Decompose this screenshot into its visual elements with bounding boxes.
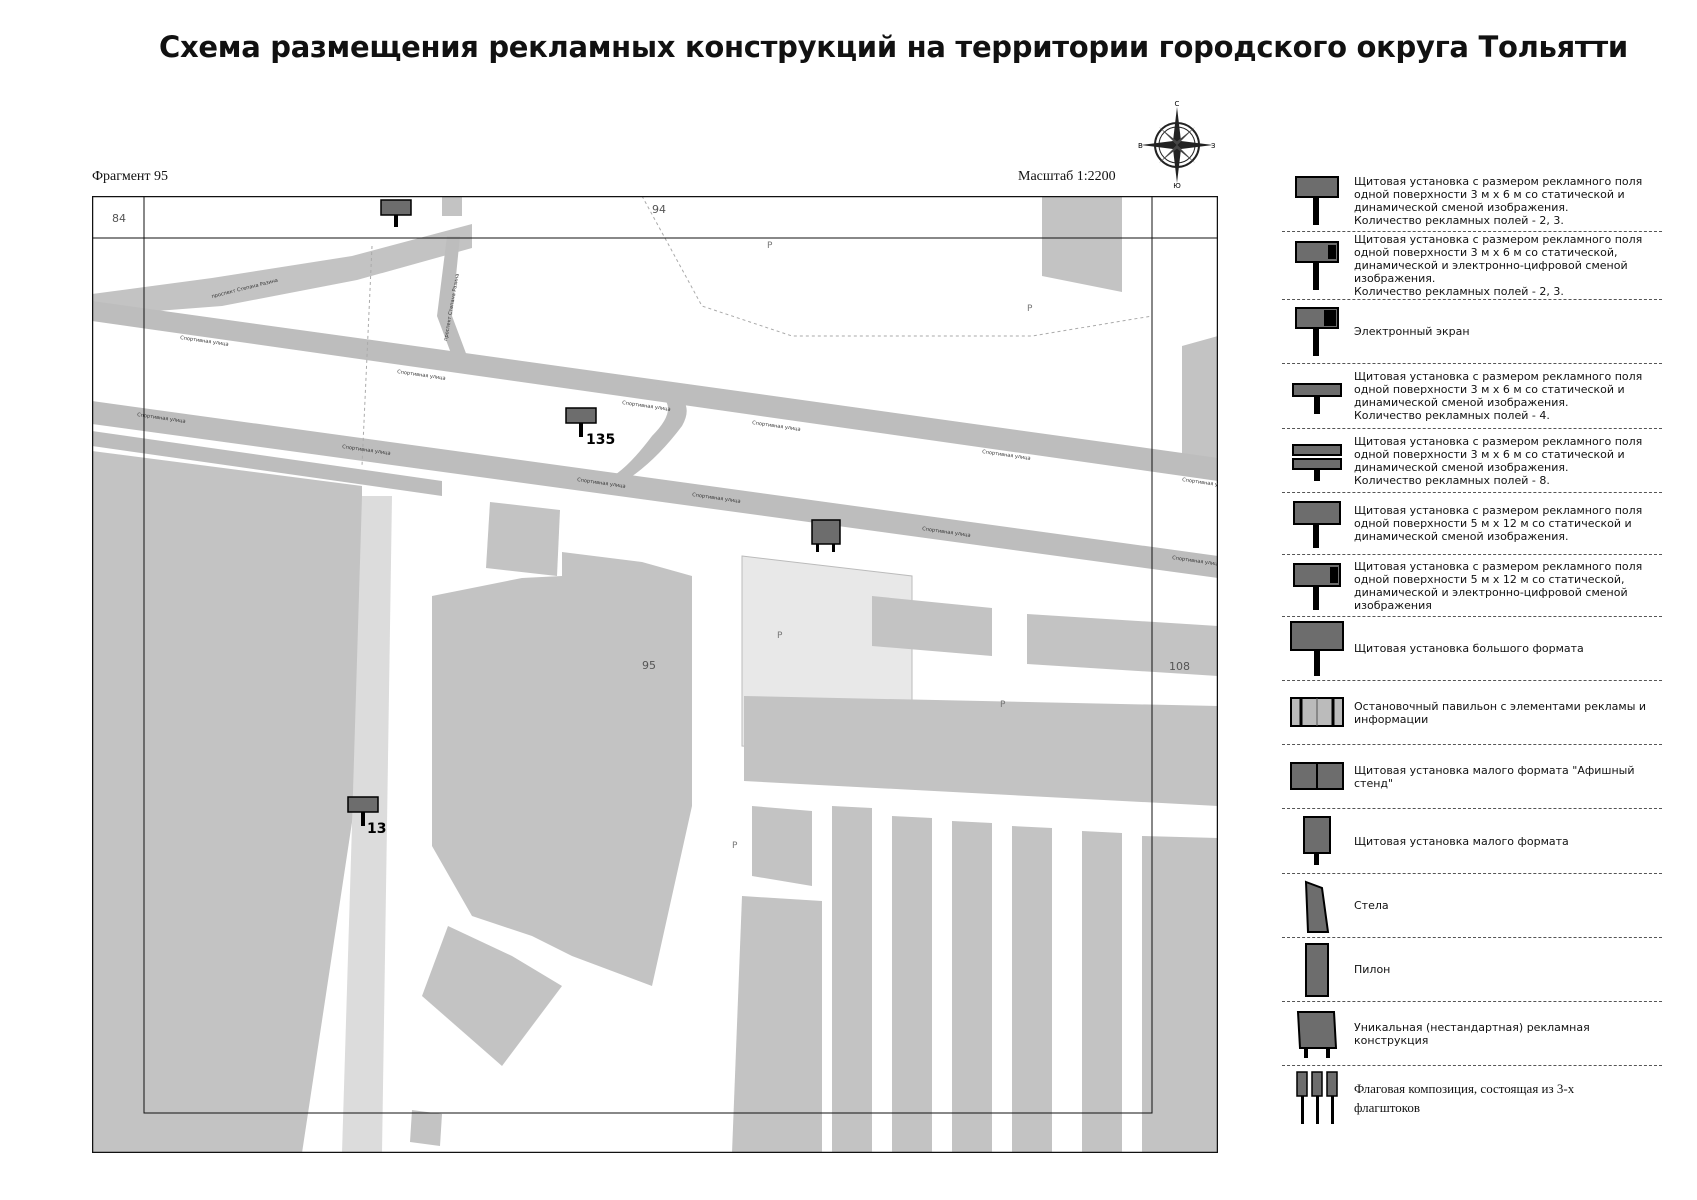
scale-label: Масштаб 1:2200	[1018, 169, 1116, 184]
building-right-edge	[1182, 336, 1218, 466]
parking-icon: P	[1000, 700, 1006, 710]
legend-text: Уникальная (нестандартная) рекламная кон…	[1354, 1020, 1590, 1047]
legend-text: Щитовая установка большого формата	[1354, 642, 1584, 655]
parcel-84: 84	[112, 212, 126, 225]
flag-composition-icon	[1296, 1071, 1338, 1124]
road-top-left	[92, 224, 472, 316]
billboard-5x12-icon	[1293, 500, 1341, 548]
billboard-4-fields-icon	[1292, 383, 1342, 414]
legend-text: Щитовая установка малого формата	[1354, 834, 1569, 848]
bus-stop-pavilion-icon	[1290, 696, 1344, 727]
parking-icon: P	[1027, 304, 1033, 314]
street-south-lane	[92, 401, 1218, 578]
legend-item: Щитовая установка с размером рекламного …	[1282, 429, 1662, 493]
legend-text: Щитовая установка с размером рекламного …	[1354, 504, 1643, 543]
legend-item: Остановочный павильон с элементами рекла…	[1282, 681, 1662, 745]
legend-item: Щитовая установка с размером рекламного …	[1282, 555, 1662, 617]
legend-item: Щитовая установка малого формата	[1282, 809, 1662, 874]
building-95	[432, 552, 692, 986]
compass-north: С	[1175, 100, 1180, 108]
legend-text: Щитовая установка с размером рекламного …	[1354, 174, 1643, 227]
unique-structure-icon	[1296, 1010, 1338, 1058]
legend-text: Остановочный павильон с элементами рекла…	[1354, 699, 1647, 726]
legend-text: Электронный экран	[1354, 325, 1470, 338]
legend-text: Щитовая установка с размером рекламного …	[1354, 370, 1643, 422]
billboard-marker-135[interactable]: 135	[565, 407, 615, 448]
legend-text: Щитовая установка с размером рекламного …	[1354, 233, 1643, 298]
large-format-billboard-icon	[1290, 620, 1344, 676]
parking-icon: P	[732, 841, 738, 851]
legend-text: Стела	[1354, 899, 1389, 912]
legend-item: Электронный экран	[1282, 300, 1662, 364]
compass-west: В	[1138, 142, 1143, 150]
legend-item: Стела	[1282, 874, 1662, 938]
parcel-108: 108	[1169, 660, 1190, 673]
legend-text: Флаговая композиция, состоящая из 3-х фл…	[1354, 1081, 1575, 1115]
billboard-5x12-digital-icon	[1293, 562, 1341, 610]
marker-label-13: 13	[367, 821, 386, 837]
billboard-marker-13[interactable]: 13	[347, 796, 386, 837]
stela-icon	[1304, 880, 1330, 933]
legend-item: Уникальная (нестандартная) рекламная кон…	[1282, 1002, 1662, 1066]
billboard-8-fields-icon	[1292, 443, 1342, 481]
compass-south: Ю	[1173, 182, 1181, 188]
map-fragment: 84 94 95 108 Спортивная улица Спортивная…	[92, 196, 1218, 1153]
billboard-3x6-icon	[1295, 175, 1339, 225]
parcel-94: 94	[652, 203, 666, 216]
legend-item: Щитовая установка с размером рекламного …	[1282, 493, 1662, 555]
poster-stand-icon	[1290, 761, 1344, 790]
parking-icon: P	[777, 631, 783, 641]
legend-item: Щитовая установка большого формата	[1282, 617, 1662, 681]
fragment-label: Фрагмент 95	[92, 169, 169, 184]
legend-item: Щитовая установка малого формата "Афишны…	[1282, 745, 1662, 809]
parcel-95: 95	[642, 659, 656, 672]
legend-text: Щитовая установка с размером рекламного …	[1354, 559, 1643, 612]
billboard-marker-right[interactable]	[811, 519, 841, 552]
legend-text: Щитовая установка с размером рекламного …	[1354, 434, 1643, 487]
legend-item: Щитовая установка с размером рекламного …	[1282, 170, 1662, 232]
legend-text: Щитовая установка малого формата "Афишны…	[1354, 763, 1635, 790]
building-small	[486, 502, 560, 576]
pylon-icon	[1305, 942, 1329, 997]
parking-icon: P	[767, 241, 773, 251]
legend-item: Флаговая композиция, состоящая из 3-х фл…	[1282, 1066, 1662, 1130]
billboard-3x6-digital-icon	[1295, 240, 1339, 290]
page-title: Схема размещения рекламных конструкций н…	[159, 30, 1628, 64]
small-format-billboard-icon	[1303, 816, 1331, 865]
compass-east: З	[1211, 142, 1216, 150]
legend-item: Пилон	[1282, 938, 1662, 1002]
area-left	[92, 451, 362, 1153]
billboard-marker-top[interactable]	[380, 199, 412, 227]
legend: Щитовая установка с размером рекламного …	[1282, 170, 1662, 1130]
compass-rose-icon: С Ю В З	[1138, 100, 1216, 188]
marker-label-135: 135	[586, 432, 615, 448]
legend-text: Пилон	[1354, 963, 1391, 976]
legend-item: Щитовая установка с размером рекламного …	[1282, 364, 1662, 429]
legend-item: Щитовая установка с размером рекламного …	[1282, 232, 1662, 300]
building-top-right	[1042, 196, 1122, 292]
electronic-screen-icon	[1295, 306, 1339, 356]
